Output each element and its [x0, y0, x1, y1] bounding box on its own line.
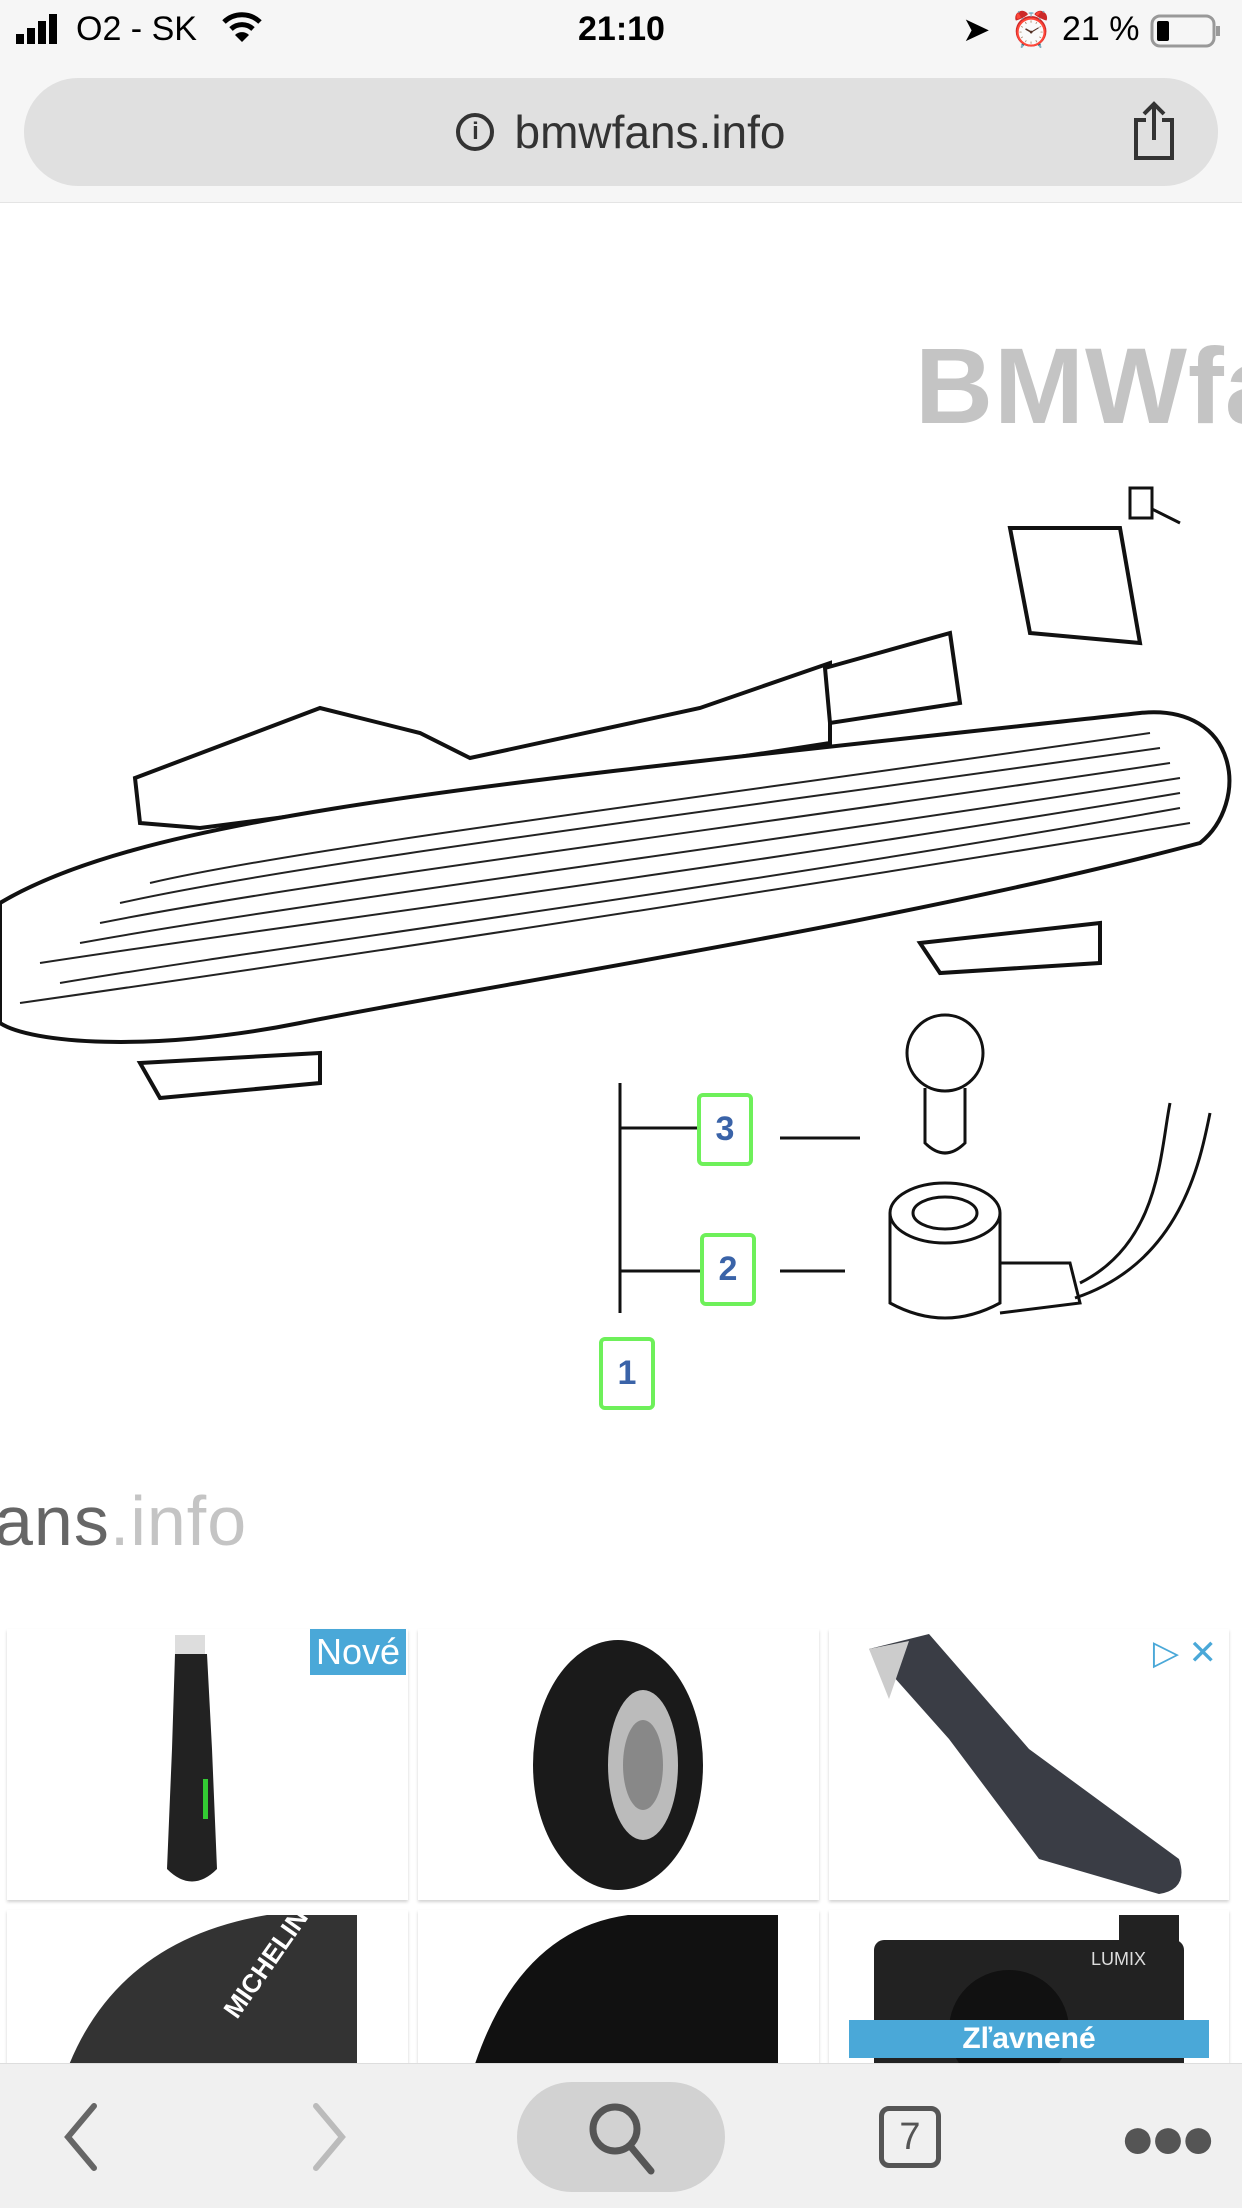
tabs-button[interactable]: 7 [870, 2082, 950, 2192]
wifi-icon [222, 12, 262, 53]
callout-2[interactable]: 2 [700, 1233, 756, 1306]
watermark-top: BMWfa [915, 325, 1242, 446]
callout-1[interactable]: 1 [599, 1337, 655, 1410]
info-icon[interactable]: i [456, 113, 495, 151]
clipper-image [167, 1635, 217, 1882]
watermark-ans: ans [0, 1482, 110, 1560]
ad-tile-michelin[interactable]: MICHELIN [7, 1910, 408, 2063]
more-dots-icon: ●●● [1119, 2103, 1217, 2171]
alarm-icon: ⏰ [1010, 11, 1053, 49]
ad-tile-clipper-angled[interactable]: ▷ ✕ [829, 1629, 1229, 1900]
clock: 21:10 [578, 10, 665, 48]
chevron-right-icon [313, 2103, 346, 2171]
watermark-bottom: ans.info [0, 1481, 247, 1561]
parts-diagram: BMWfa 3 2 1 ans.info [0, 203, 1242, 1623]
watermark-info: .info [109, 1482, 248, 1560]
share-icon[interactable] [1130, 100, 1178, 167]
tire-image [533, 1640, 703, 1890]
search-button[interactable] [517, 2082, 725, 2192]
fog-lamp-drawing [0, 486, 1232, 1320]
ad-tile-clipper[interactable]: Nové [7, 1629, 408, 1900]
svg-text:LUMIX: LUMIX [1091, 1949, 1146, 1969]
back-button[interactable] [40, 2082, 120, 2192]
ad-tile-performance-tire[interactable] [418, 1910, 819, 2063]
signal-icon [16, 14, 66, 53]
chevron-left-icon [64, 2103, 97, 2171]
michelin-tire-image: MICHELIN [69, 1910, 357, 2063]
adchoices-close-icon[interactable]: ▷ ✕ [1152, 1634, 1217, 1672]
ad-grid: Nové ▷ ✕ MICHELIN LUMIX Zľavnené [0, 1623, 1242, 2063]
performance-tire-image [475, 1915, 778, 2063]
carrier-label: O2 - SK [76, 10, 197, 48]
discount-badge: Zľavnené [849, 2020, 1209, 2058]
browser-toolbar: 7 ●●● [0, 2063, 1242, 2208]
browser-chrome: O2 - SK 21:10 ➤ ⏰ 21 % i bmwfans.info [0, 0, 1242, 203]
search-icon [589, 2103, 655, 2175]
url-text[interactable]: bmwfans.info [514, 106, 786, 158]
status-bar: O2 - SK 21:10 ➤ ⏰ 21 % [0, 0, 1242, 62]
address-bar[interactable]: i bmwfans.info [24, 78, 1218, 186]
ad-tile-camera[interactable]: LUMIX Zľavnené [829, 1910, 1229, 2063]
battery-icon [1150, 14, 1222, 57]
callout-3[interactable]: 3 [697, 1093, 753, 1166]
clipper-angled-image [869, 1634, 1182, 1894]
forward-button[interactable] [290, 2082, 370, 2192]
new-badge: Nové [309, 1629, 406, 1675]
more-menu-button[interactable]: ●●● [1119, 2082, 1217, 2192]
battery-percent: 21 % [1062, 10, 1140, 48]
tab-count: 7 [879, 2106, 941, 2168]
ad-tile-offroad-tire[interactable] [418, 1629, 819, 1900]
location-icon: ➤ [962, 11, 991, 49]
